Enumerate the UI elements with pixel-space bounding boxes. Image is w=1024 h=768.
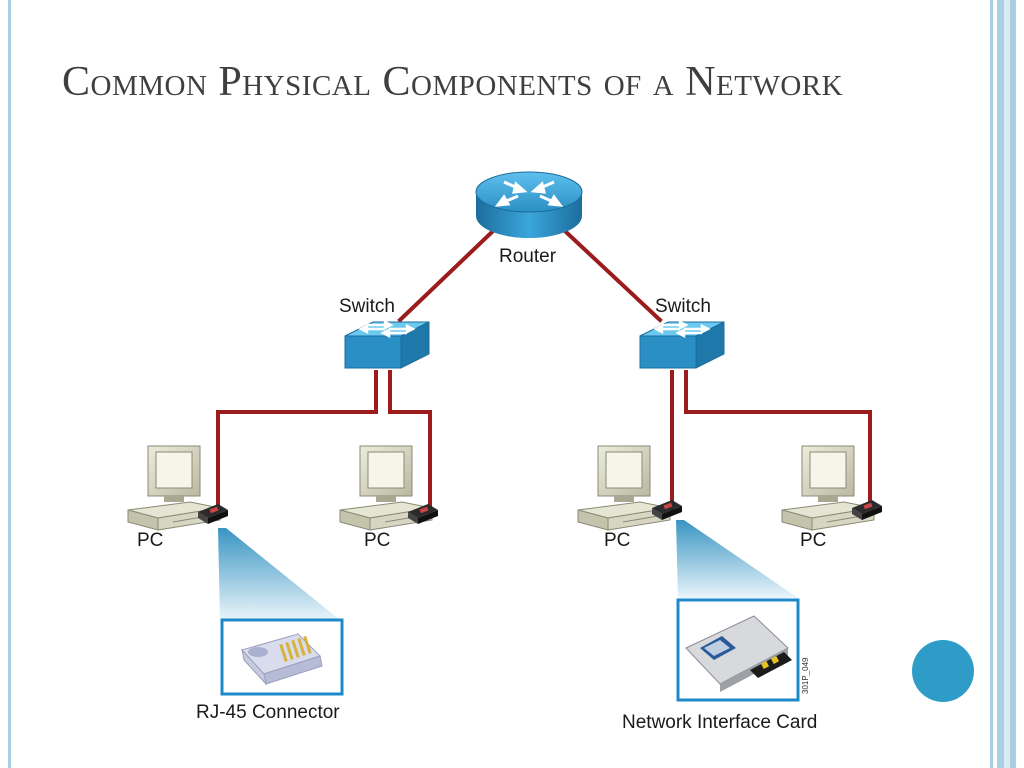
pc-1-label: PC bbox=[137, 530, 163, 551]
switch-left-label: Switch bbox=[339, 296, 395, 317]
cable-switch-right-pc4 bbox=[684, 370, 872, 512]
rj45-callout-beam bbox=[218, 528, 340, 620]
nic-image-code: 301P_049 bbox=[801, 657, 810, 694]
decorative-circle bbox=[912, 640, 974, 702]
switch-right-label: Switch bbox=[655, 296, 711, 317]
pc-4-label: PC bbox=[800, 530, 826, 551]
cable-switch-left-pc1 bbox=[216, 370, 378, 514]
rj45-connector-label: RJ-45 Connector bbox=[196, 702, 340, 723]
router-icon bbox=[475, 171, 583, 238]
slide-left-border bbox=[0, 0, 11, 768]
pc-2-label: PC bbox=[364, 530, 390, 551]
rj45-connector-icon bbox=[241, 633, 323, 686]
network-interface-card-label: Network Interface Card bbox=[622, 712, 817, 733]
network-interface-card-icon bbox=[685, 615, 792, 692]
slide-right-border bbox=[982, 0, 1024, 768]
cable-router-switch-left bbox=[397, 229, 495, 323]
nic-callout-beam bbox=[676, 520, 798, 598]
cables bbox=[216, 229, 872, 514]
switch-icon-right bbox=[638, 320, 726, 370]
nic-callout-frame: 301P_049 bbox=[676, 598, 810, 702]
pc-3-label: PC bbox=[604, 530, 630, 551]
slide-title: Common Physical Components of a Network bbox=[62, 59, 844, 105]
cable-router-switch-right bbox=[563, 229, 663, 323]
router-label: Router bbox=[499, 246, 557, 267]
pc-icon-3 bbox=[577, 445, 671, 531]
switch-icon-left bbox=[343, 320, 431, 370]
rj45-callout-frame bbox=[220, 618, 344, 696]
cable-switch-left-pc2 bbox=[388, 370, 432, 514]
